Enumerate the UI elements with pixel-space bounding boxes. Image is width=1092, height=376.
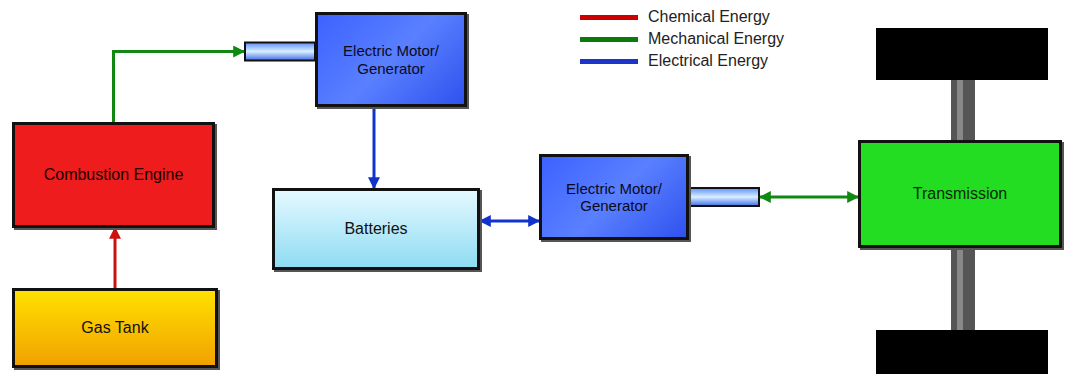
legend-label: Chemical Energy xyxy=(648,8,770,26)
node-label: Electric Motor/ Generator xyxy=(552,180,676,215)
legend-label: Mechanical Energy xyxy=(648,30,784,48)
legend-swatch xyxy=(580,15,638,20)
energy-flow-arrow xyxy=(480,220,539,223)
transmission-box: Transmission xyxy=(858,140,1062,248)
legend-swatch xyxy=(580,59,638,64)
legend-entry: Mechanical Energy xyxy=(580,30,784,48)
legend-entry: Electrical Energy xyxy=(580,52,768,70)
energy-flow-arrow xyxy=(114,228,117,288)
wheel xyxy=(876,28,1048,80)
wheel xyxy=(876,330,1048,374)
motor-shaft xyxy=(689,188,759,206)
energy-flow-arrow xyxy=(760,196,858,199)
tank-box: Gas Tank xyxy=(12,288,218,368)
engine-box: Combustion Engine xyxy=(12,122,215,228)
node-label: Combustion Engine xyxy=(44,166,184,184)
battery-box: Batteries xyxy=(272,188,480,270)
axle xyxy=(951,244,975,334)
legend-entry: Chemical Energy xyxy=(580,8,770,26)
legend-swatch xyxy=(580,37,638,42)
motor-generator-box: Electric Motor/ Generator xyxy=(539,154,689,240)
motor-shaft xyxy=(245,43,315,61)
energy-flow-arrow xyxy=(114,52,245,123)
energy-flow-arrow xyxy=(373,107,376,188)
node-label: Batteries xyxy=(344,220,407,238)
axle xyxy=(951,78,975,144)
axle-highlight xyxy=(957,244,963,334)
axle-highlight xyxy=(957,78,963,144)
legend-label: Electrical Energy xyxy=(648,52,768,70)
node-label: Electric Motor/ Generator xyxy=(328,42,454,77)
node-label: Gas Tank xyxy=(81,319,148,337)
node-label: Transmission xyxy=(913,185,1008,203)
motor-generator-box: Electric Motor/ Generator xyxy=(315,12,467,107)
